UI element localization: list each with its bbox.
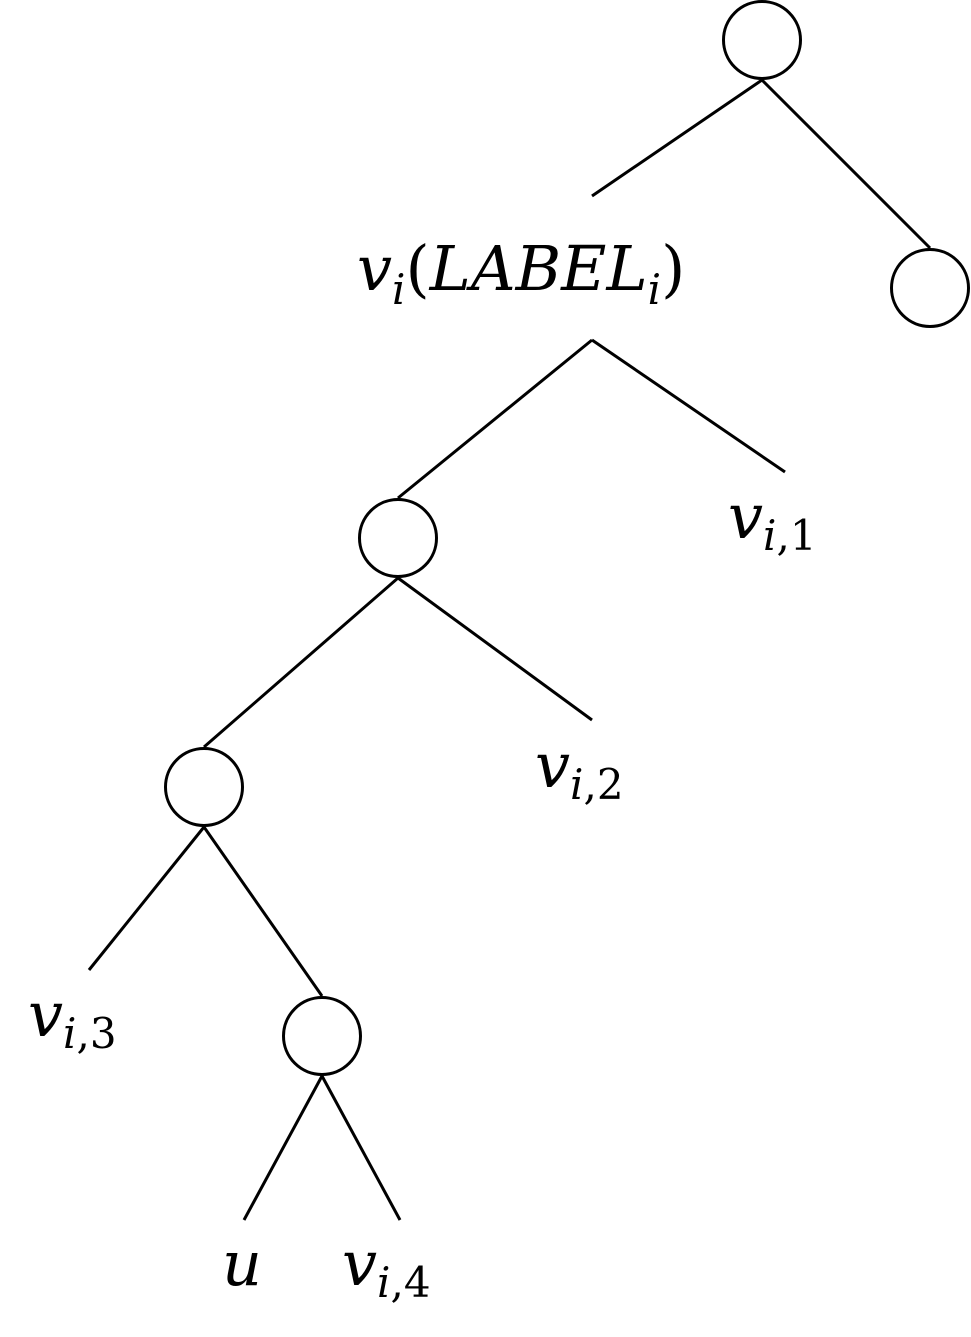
label-vi-label-sub: i bbox=[392, 265, 405, 314]
tree-edges bbox=[87, 78, 932, 1221]
label-vi3-sub-rest: ,3 bbox=[76, 1009, 116, 1058]
edge-node-c-to-u bbox=[242, 1075, 324, 1221]
edge-root-to-right-leaf bbox=[760, 78, 932, 250]
edge-node-b-to-vi3 bbox=[87, 826, 206, 971]
label-vi-label-close-paren: ) bbox=[661, 232, 685, 305]
internal-node-c bbox=[282, 996, 362, 1076]
label-vi4-sub-var: i bbox=[377, 1258, 390, 1307]
label-vi2: vi,2 bbox=[535, 729, 624, 809]
label-vi-label-name-sub: i bbox=[648, 265, 661, 314]
edge-node-a-to-vi2 bbox=[397, 576, 593, 722]
label-vi3: vi,3 bbox=[28, 978, 117, 1058]
label-vi4-sub-rest: ,4 bbox=[390, 1258, 430, 1307]
label-vi3-sub-var: i bbox=[63, 1009, 76, 1058]
label-u: u bbox=[222, 1227, 262, 1300]
label-vi2-base: v bbox=[535, 729, 570, 802]
label-vi-label: vi(LABELi) bbox=[357, 232, 685, 314]
label-u-base: u bbox=[222, 1227, 262, 1300]
label-vi-label-open-paren: ( bbox=[405, 232, 429, 305]
label-vi2-sub-var: i bbox=[570, 760, 583, 809]
edge-node-c-to-vi4 bbox=[320, 1075, 402, 1221]
internal-node-a bbox=[358, 498, 438, 578]
right-leaf-node bbox=[890, 248, 970, 328]
label-vi3-base: v bbox=[28, 978, 63, 1051]
label-vi2-sub-rest: ,2 bbox=[583, 760, 623, 809]
label-vi1-sub-rest: ,1 bbox=[776, 511, 816, 560]
root-node bbox=[722, 0, 802, 80]
label-vi1-base: v bbox=[728, 480, 763, 553]
tree-labels: vi(LABELi) vi,1 vi,2 vi,3 u vi,4 bbox=[28, 232, 817, 1307]
edge-root-to-vi bbox=[591, 78, 763, 198]
tree-nodes bbox=[164, 0, 970, 1076]
label-vi-label-base: v bbox=[357, 232, 392, 305]
label-vi-label-name: LABEL bbox=[429, 232, 648, 305]
label-vi1-sub-var: i bbox=[763, 511, 776, 560]
edge-node-a-to-node-b bbox=[203, 576, 399, 749]
edge-node-b-to-node-c bbox=[202, 826, 324, 997]
internal-node-b bbox=[164, 747, 244, 827]
edge-vi-to-node-a bbox=[397, 338, 593, 500]
label-vi1: vi,1 bbox=[728, 480, 817, 560]
label-vi4: vi,4 bbox=[342, 1227, 431, 1307]
label-vi4-base: v bbox=[342, 1227, 377, 1300]
edge-vi-to-vi1 bbox=[591, 338, 786, 474]
